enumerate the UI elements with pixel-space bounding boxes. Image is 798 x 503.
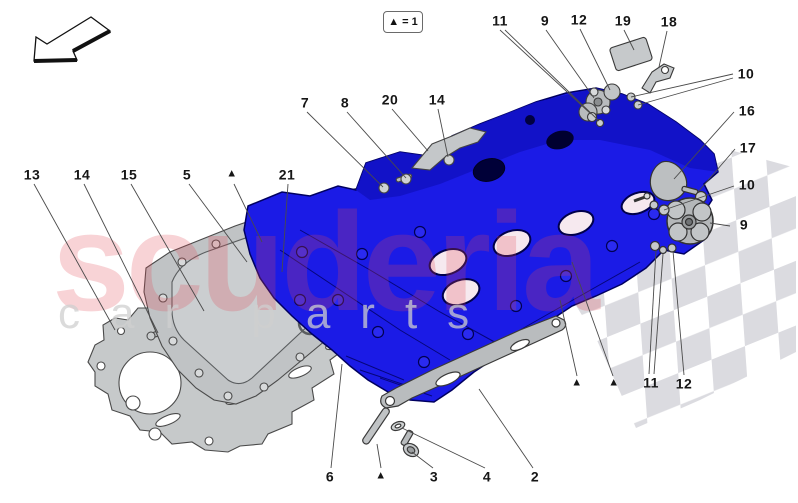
callout-label-23-triangle: ▲ [608, 376, 620, 389]
right-side-parts [633, 160, 714, 255]
callout-label-17-17: 17 [739, 139, 757, 156]
callout-label-11-9: 9 [540, 12, 550, 29]
callout-label-3-5: 5 [182, 166, 192, 183]
callout-label-13-19: 19 [614, 12, 632, 29]
callout-label-22-triangle: ▲ [571, 376, 583, 389]
support-bracket [380, 315, 567, 409]
callout-label-15-10: 10 [737, 65, 755, 82]
callout-label-19-9: 9 [739, 216, 749, 233]
callout-label-26-3: 3 [429, 468, 439, 485]
callout-label-28-2: 2 [530, 468, 540, 485]
callout-label-16-16: 16 [738, 102, 756, 119]
chain-guide-bracket [378, 127, 487, 194]
callout-label-1-14: 14 [73, 166, 91, 183]
callout-label-20-11: 11 [643, 374, 659, 391]
callout-label-9-14: 14 [428, 91, 446, 108]
stud-pin [362, 407, 390, 445]
watermark-word: scuderia [52, 183, 601, 340]
legend-box: ▲ = 1 [383, 11, 423, 33]
direction-arrow [33, 16, 112, 63]
callout-label-7-8: 8 [340, 94, 350, 111]
callout-label-10-11: 11 [492, 12, 508, 29]
watermark-sub: car parts [58, 289, 499, 338]
bolt-shaft [400, 429, 414, 447]
callout-label-25-triangle: ▲ [375, 469, 387, 482]
bottom-parts [362, 315, 567, 458]
leader-lines [33, 28, 736, 469]
callout-label-21-12: 12 [675, 375, 693, 392]
callout-label-12-12: 12 [570, 11, 588, 28]
callout-label-8-20: 20 [381, 91, 399, 108]
callout-label-6-7: 7 [300, 94, 310, 111]
teardrop-bracket [649, 160, 688, 202]
callout-label-4-triangle: ▲ [226, 167, 238, 180]
callout-label-2-15: 15 [120, 166, 138, 183]
callout-label-5-21: 21 [278, 166, 296, 183]
callout-label-0-13: 13 [23, 166, 41, 183]
legend-text: ▲ = 1 [388, 16, 418, 28]
callout-label-27-4: 4 [482, 468, 492, 485]
callout-label-18-10: 10 [738, 176, 756, 193]
callout-label-24-6: 6 [325, 468, 335, 485]
callout-label-14-18: 18 [660, 13, 678, 30]
